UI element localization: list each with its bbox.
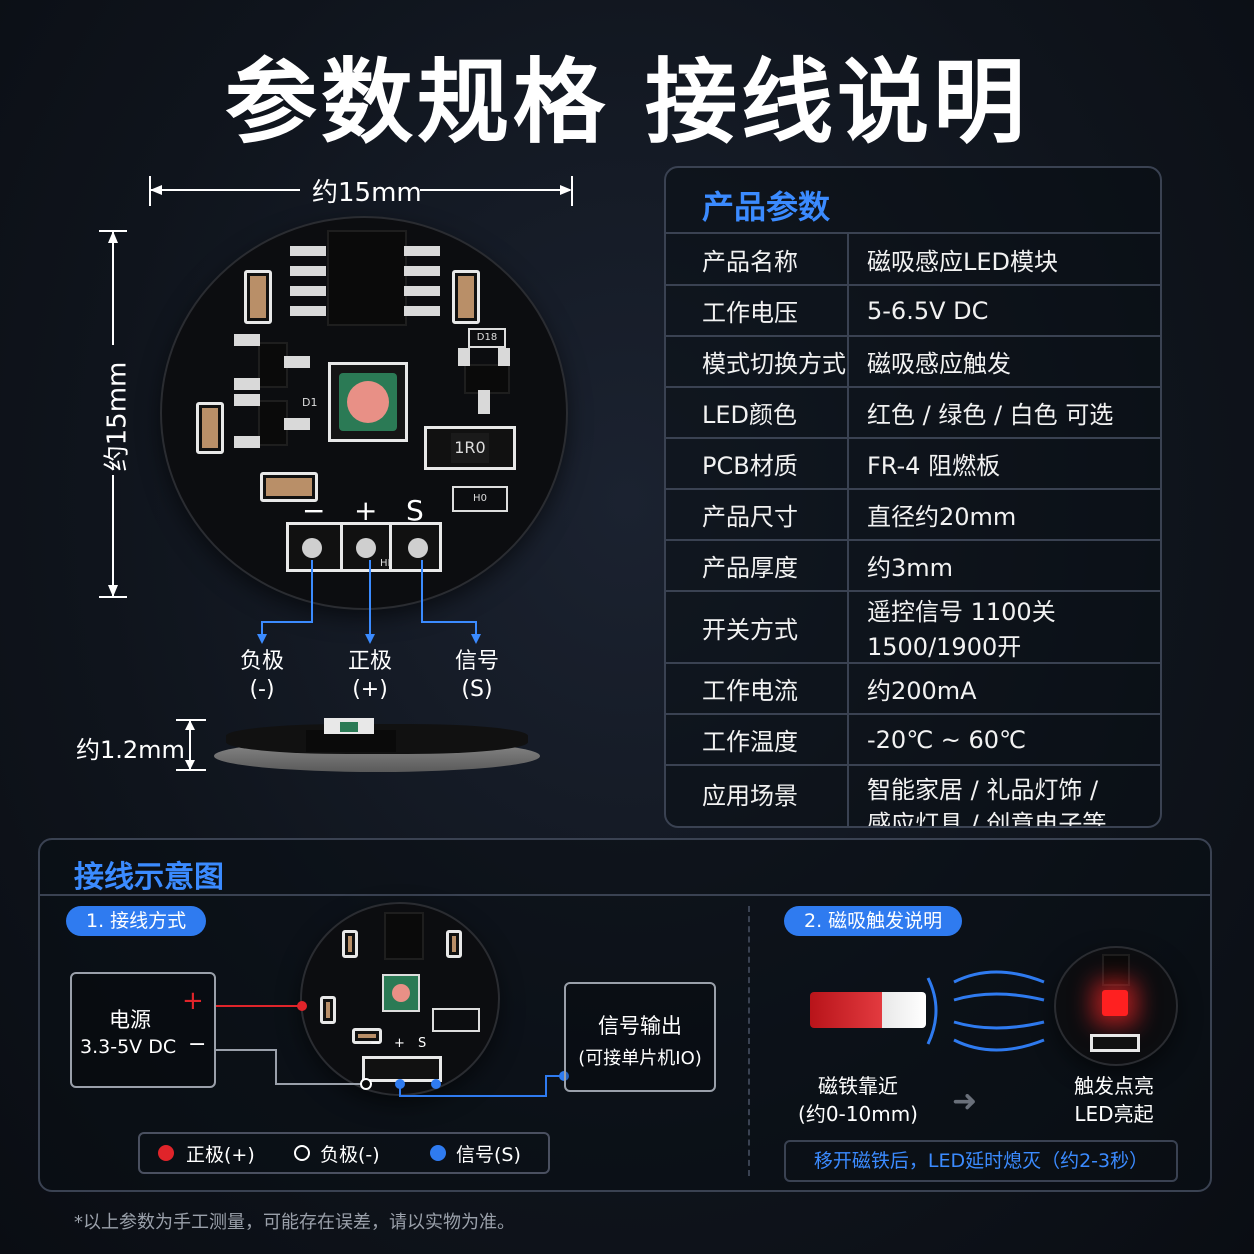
table-row: 开关方式遥控信号 1100关 1500/1900开	[666, 591, 1160, 664]
wiring-title: 接线示意图	[74, 860, 224, 895]
pcb-s-mark: S	[406, 494, 424, 527]
pin-arrows	[257, 560, 481, 644]
thickness-lines	[176, 719, 206, 771]
legend-positive-dot	[158, 1145, 174, 1161]
legend-negative-dot	[294, 1145, 310, 1161]
arrow-right-icon: ➜	[952, 1084, 978, 1119]
legend: 正极(+) 负极(-) 信号(S)	[138, 1132, 550, 1174]
power-box: 电源 3.3-5V DC + −	[70, 972, 216, 1088]
resistor: 1R0	[424, 426, 516, 470]
vertical-dimension	[99, 230, 127, 598]
magnet-near-text: 磁铁靠近(约0-10mm)	[798, 1074, 918, 1126]
capacitor	[244, 270, 272, 324]
power-plus: +	[182, 986, 204, 1016]
thickness-dimension: 约1.2mm	[76, 736, 185, 764]
step2-pill: 2. 磁吸触发说明	[784, 906, 963, 936]
power-minus: −	[188, 1032, 207, 1057]
step1-pill: 1. 接线方式	[66, 906, 207, 936]
table-row: 产品厚度约3mm	[666, 540, 1160, 592]
pin-label-negative: 负极(-)	[239, 649, 284, 702]
table-row: 模式切换方式磁吸感应触发	[666, 336, 1160, 388]
width-dimension: 约15mm	[312, 178, 422, 208]
ic-chip	[327, 230, 407, 326]
pin-label-positive: 正极(+)	[347, 649, 392, 702]
table-row: 产品名称磁吸感应LED模块	[666, 234, 1160, 286]
table-row: LED颜色红色 / 绿色 / 白色 可选	[666, 387, 1160, 439]
wiring-panel: 接线示意图 1. 接线方式 2. 磁吸触发说明 电源 3.3-5V DC + −…	[38, 838, 1212, 1192]
capacitor	[452, 270, 480, 324]
wiring-lines	[216, 1001, 569, 1097]
resistor-mark: 1R0	[451, 433, 489, 463]
d18-mark: D18	[468, 328, 506, 348]
capacitor	[260, 472, 318, 502]
signal-output-box: 信号输出 (可接单片机IO)	[564, 982, 716, 1092]
footnote: *以上参数为手工测量，可能存在误差，请以实物为准。	[74, 1212, 515, 1233]
capacitor	[196, 402, 224, 454]
led	[328, 362, 408, 442]
pcb-minus-mark: −	[302, 494, 326, 527]
pcb-module-wiring	[302, 904, 498, 1094]
height-dimension: 约15mm	[102, 361, 133, 472]
magnet	[810, 992, 926, 1028]
hi-mark: HI	[380, 558, 391, 569]
table-row: 产品尺寸直径约20mm	[666, 489, 1160, 541]
spec-title: 产品参数	[702, 188, 831, 226]
page-title: 参数规格 接线说明	[224, 49, 1030, 156]
magnet-note: 移开磁铁后，LED延时熄灭（约2-3秒）	[784, 1140, 1178, 1182]
h0-mark: H0	[452, 486, 508, 512]
dimension-lines	[149, 176, 573, 206]
table-row: 工作温度-20℃ ~ 60℃	[666, 714, 1160, 766]
legend-signal-dot	[430, 1145, 446, 1161]
pin-label-signal: 信号(S)	[454, 649, 499, 702]
pcb-plus-mark: +	[354, 494, 378, 527]
table-row: 工作电流约200mA	[666, 663, 1160, 715]
magnetic-field-lines	[926, 970, 1045, 1052]
pcb-module-lit	[1056, 948, 1176, 1064]
d1-mark: D1	[302, 396, 318, 409]
pcb-module-top-view: D1 1R0 D18 H0 − + S HI	[162, 218, 566, 608]
table-row: 应用场景 智能家居 / 礼品灯饰 /感应灯具 / 创意电子等	[666, 765, 1160, 826]
pcb-side-view	[214, 718, 540, 772]
